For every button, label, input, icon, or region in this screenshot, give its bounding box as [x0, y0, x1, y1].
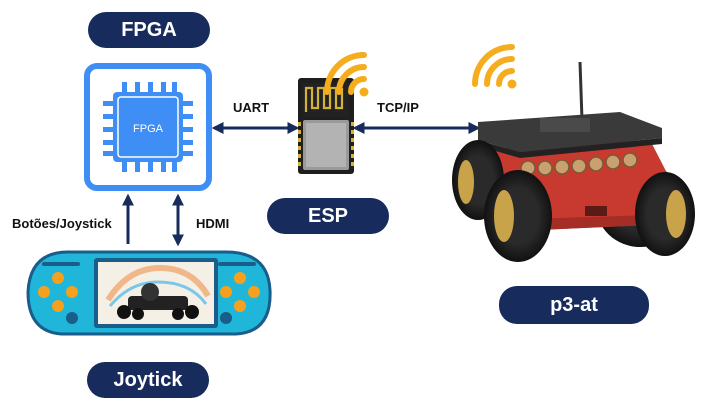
handheld-console-icon [26, 250, 272, 336]
fpga-title: FPGA [88, 12, 210, 48]
hdmi-label: HDMI [196, 216, 230, 231]
wifi-icon [472, 43, 517, 89]
robot-icon [452, 61, 695, 262]
tcpip-label: TCP/IP [377, 100, 419, 115]
chip-icon: FPGA [84, 63, 212, 191]
buttons-joystick-label: Botões/Joystick [12, 216, 112, 231]
chip-label: FPGA [133, 123, 164, 135]
robot-title: p3-at [499, 286, 649, 324]
wifi-icon [324, 51, 369, 97]
esp-title: ESP [267, 198, 389, 234]
joystick-title: Joytick [87, 362, 209, 398]
uart-label: UART [233, 100, 270, 115]
